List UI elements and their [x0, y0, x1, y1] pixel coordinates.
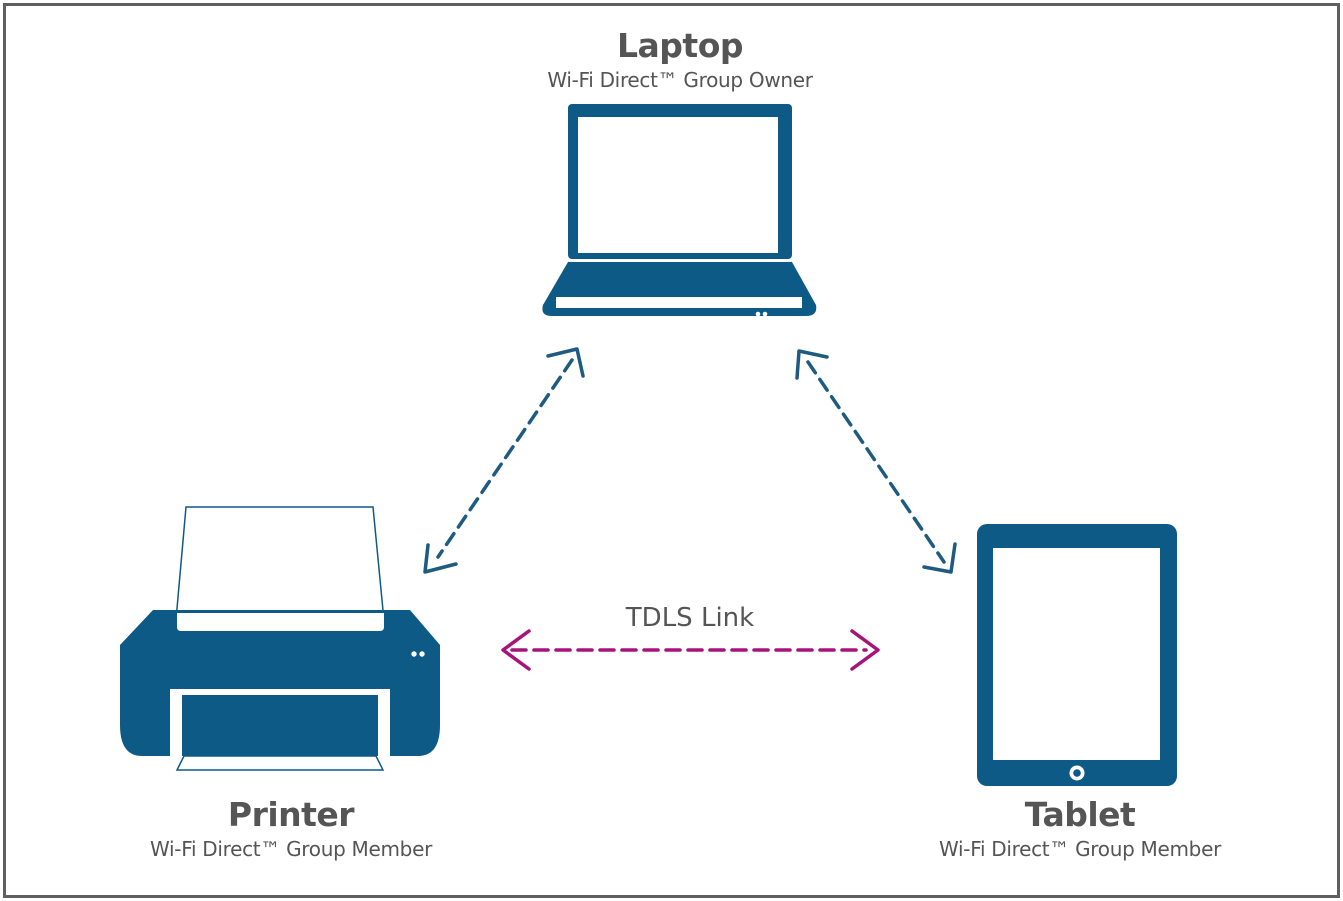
tdls-link-arrow — [501, 629, 880, 671]
wifi-direct-link-laptop-tablet — [795, 349, 957, 574]
printer-icon — [120, 506, 440, 771]
tablet-title: Tablet — [1024, 795, 1136, 834]
tdls-link-label: TDLS Link — [625, 603, 755, 633]
laptop-role: Wi-Fi Direct™ Group Owner — [547, 68, 813, 92]
laptop-icon — [542, 104, 817, 317]
diagram-frame — [3, 3, 1340, 898]
printer-title: Printer — [227, 795, 355, 834]
wifi-direct-link-laptop-printer — [423, 347, 585, 574]
laptop-title: Laptop — [617, 26, 744, 65]
printer-role: Wi-Fi Direct™ Group Member — [149, 837, 433, 861]
tablet-icon — [977, 524, 1177, 786]
tablet-role: Wi-Fi Direct™ Group Member — [938, 837, 1222, 861]
